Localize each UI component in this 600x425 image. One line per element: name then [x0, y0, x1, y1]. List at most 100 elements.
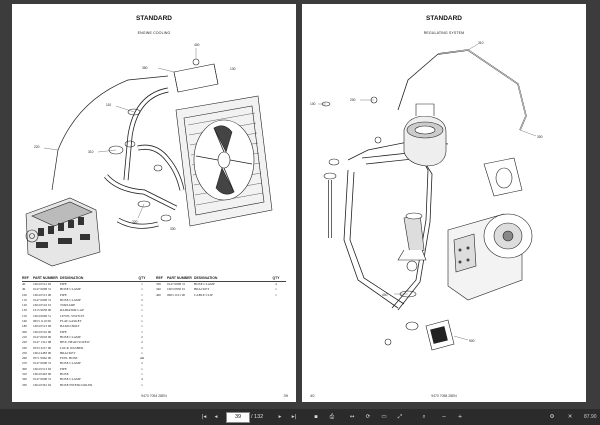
part-number-cell: 1615 9658 00: [33, 308, 52, 313]
qty-cell: 1: [141, 366, 143, 371]
qty-cell: 1: [141, 372, 143, 377]
part-number-cell: 1604 0516 00: [33, 329, 52, 334]
part-number-cell: 0147 6008 31: [33, 297, 52, 302]
svg-text:400: 400: [194, 43, 200, 47]
part-number-cell: 0333 3217 00: [33, 345, 52, 350]
header-qty: QTY: [138, 276, 146, 280]
ref-cell: 49: [22, 287, 26, 292]
qty-cell: 1: [141, 292, 143, 297]
designation-cell: LOCK WASHER: [60, 345, 84, 350]
designation-cell: LEVEL SWITCH: [60, 313, 84, 318]
close-icon[interactable]: ✕: [567, 414, 573, 420]
ref-cell: 270: [22, 361, 27, 366]
viewer-toolbar: |◂ ◂ 39 / 132 ▸ ▸| ▪ ⎙ ↔ ⟳ ▭ ⤢ ⌕ − + ⚙ ✕…: [0, 409, 600, 425]
qty-cell: 2: [141, 340, 143, 345]
svg-text:200: 200: [350, 98, 356, 102]
part-number-cell: 0147 6018 00: [33, 334, 52, 339]
table-row: 220 0147 1312 98 HEX. HEAD SCREW 2: [22, 340, 156, 345]
save-icon[interactable]: ▪: [314, 414, 318, 420]
designation-cell: BRACKET: [60, 350, 76, 355]
svg-text:330: 330: [170, 227, 176, 231]
fullscreen-icon[interactable]: ⤢: [397, 414, 403, 420]
designation-cell: CABLE CLIP: [194, 292, 213, 297]
fit-width-icon[interactable]: ↔: [349, 414, 355, 420]
designation-cell: FUEL HOSE: [60, 356, 78, 361]
designation-cell: HOSE CLAMP: [60, 297, 81, 302]
last-page-icon[interactable]: ▸|: [291, 414, 297, 420]
previous-page-icon[interactable]: ◂: [214, 414, 218, 420]
zoom-level: 87.90: [584, 414, 597, 420]
search-icon[interactable]: ⌕: [422, 414, 426, 420]
designation-cell: PIPE: [60, 282, 67, 286]
header-designation: DESIGNATION: [60, 276, 84, 280]
ref-cell: 220: [22, 340, 27, 345]
designation-cell: HOSE CLAMP: [60, 334, 81, 339]
header-designation: DESIGNATION: [194, 276, 218, 280]
svg-text:110: 110: [106, 103, 111, 107]
table-row: 330 0147 6008 31 HOSE CLAMP 4: [156, 282, 286, 287]
ref-cell: 330: [22, 382, 27, 387]
svg-text:400: 400: [382, 293, 388, 297]
qty-cell: 2: [141, 361, 143, 366]
settings-icon[interactable]: ⚙: [549, 414, 555, 420]
designation-cell: HOSE: [60, 372, 69, 377]
next-page-icon[interactable]: ▸: [278, 414, 282, 420]
part-number-cell: 1604 6048 51: [33, 313, 52, 318]
designation-cell: HEX. HEAD SCREW: [60, 340, 90, 345]
svg-text:100: 100: [310, 102, 316, 106]
part-number-cell: 0147 1312 98: [33, 340, 52, 345]
page-total: / 132: [251, 414, 264, 420]
part-number-cell: 0653 1110 06: [33, 319, 51, 324]
ref-cell: 150: [22, 313, 27, 318]
zoom-in-icon[interactable]: +: [457, 414, 463, 420]
zoom-out-icon[interactable]: −: [441, 414, 447, 420]
qty-cell: 1: [141, 313, 143, 318]
ref-cell: 100: [22, 292, 27, 297]
header-part-number: PART NUMBER: [33, 276, 58, 280]
part-number-cell: 1604 4483 00: [33, 350, 52, 355]
qty-cell: 2: [141, 345, 143, 350]
part-number-cell: 0147 6008 31: [167, 282, 186, 286]
page-title: STANDARD: [136, 15, 172, 22]
page-number-input[interactable]: 39: [226, 412, 250, 423]
qty-cell: 4: [141, 377, 143, 382]
designation-cell: HOSE CLAMP: [194, 282, 215, 286]
designation-cell: TORSADE: [60, 303, 76, 308]
two-page-icon[interactable]: ▭: [381, 414, 387, 420]
table-row: 150 1604 6048 51 LEVEL SWITCH 1: [22, 314, 156, 319]
page-subtitle: REGULATING SYSTEM: [423, 31, 465, 35]
svg-text:310: 310: [478, 41, 484, 45]
qty-cell: 4: [275, 282, 277, 286]
designation-cell: BANJO BOLT: [60, 324, 80, 329]
qty-cell: 1: [275, 287, 277, 292]
part-number-cell: 1604 0513 00: [33, 292, 52, 297]
designation-cell: HOSE CLAMP: [60, 377, 81, 382]
part-number-cell: 1604 0361 02: [33, 382, 52, 387]
qty-cell: 1: [141, 308, 143, 313]
qty-cell: 1: [141, 319, 143, 324]
first-page-icon[interactable]: |◂: [201, 414, 207, 420]
ref-cell: 330: [156, 282, 161, 286]
ref-cell: 340: [156, 287, 161, 292]
rotate-icon[interactable]: ⟳: [365, 414, 371, 420]
print-icon[interactable]: ⎙: [329, 414, 335, 420]
ref-cell: 110: [22, 297, 27, 302]
svg-text:500: 500: [469, 339, 475, 343]
